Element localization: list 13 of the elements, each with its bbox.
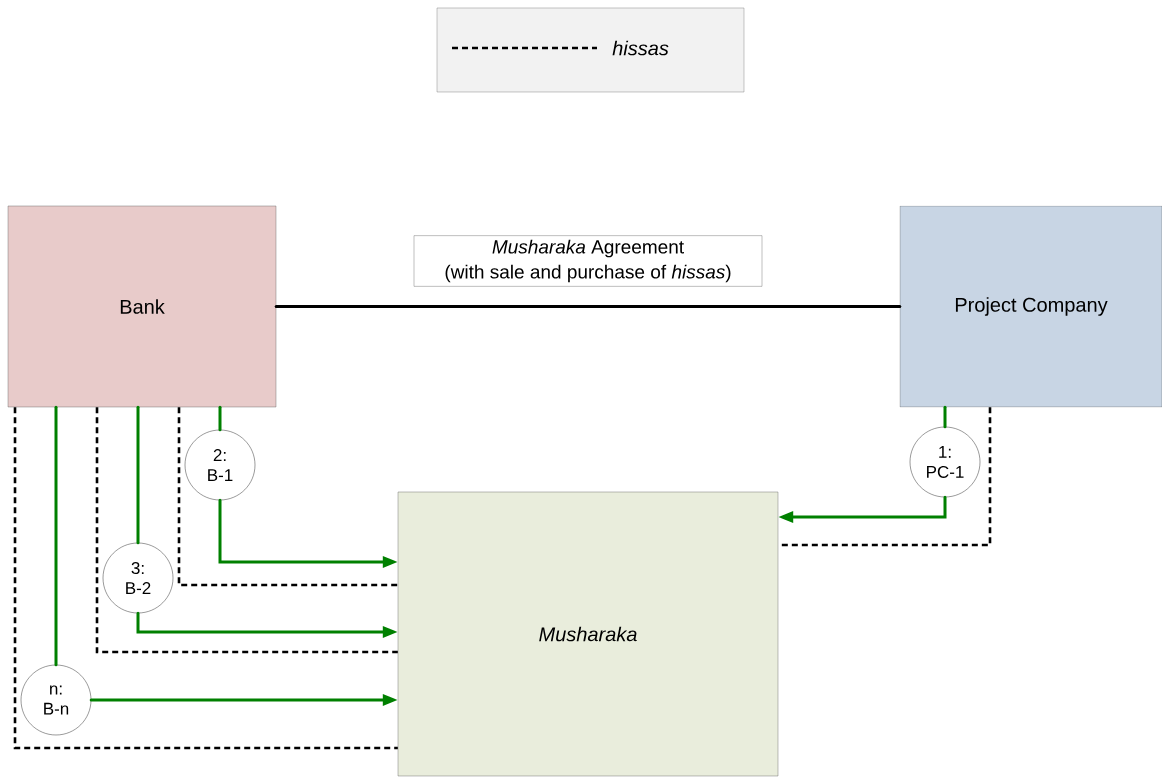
connector-line — [136, 405, 140, 545]
connector-line — [274, 305, 902, 308]
party-box: Bank — [7, 205, 277, 408]
party-box: Musharaka — [397, 491, 779, 777]
connector-line — [13, 407, 398, 750]
legend-label: hissas — [612, 40, 669, 56]
connector-line — [943, 405, 947, 429]
edge-label: Musharaka Agreement (with sale and purchase of hissas) — [413, 235, 763, 287]
party-box: Project Company — [899, 205, 1162, 408]
connector-line — [95, 407, 398, 654]
connector-line — [218, 405, 222, 432]
connector-line — [54, 405, 58, 667]
connector-line — [177, 407, 398, 587]
